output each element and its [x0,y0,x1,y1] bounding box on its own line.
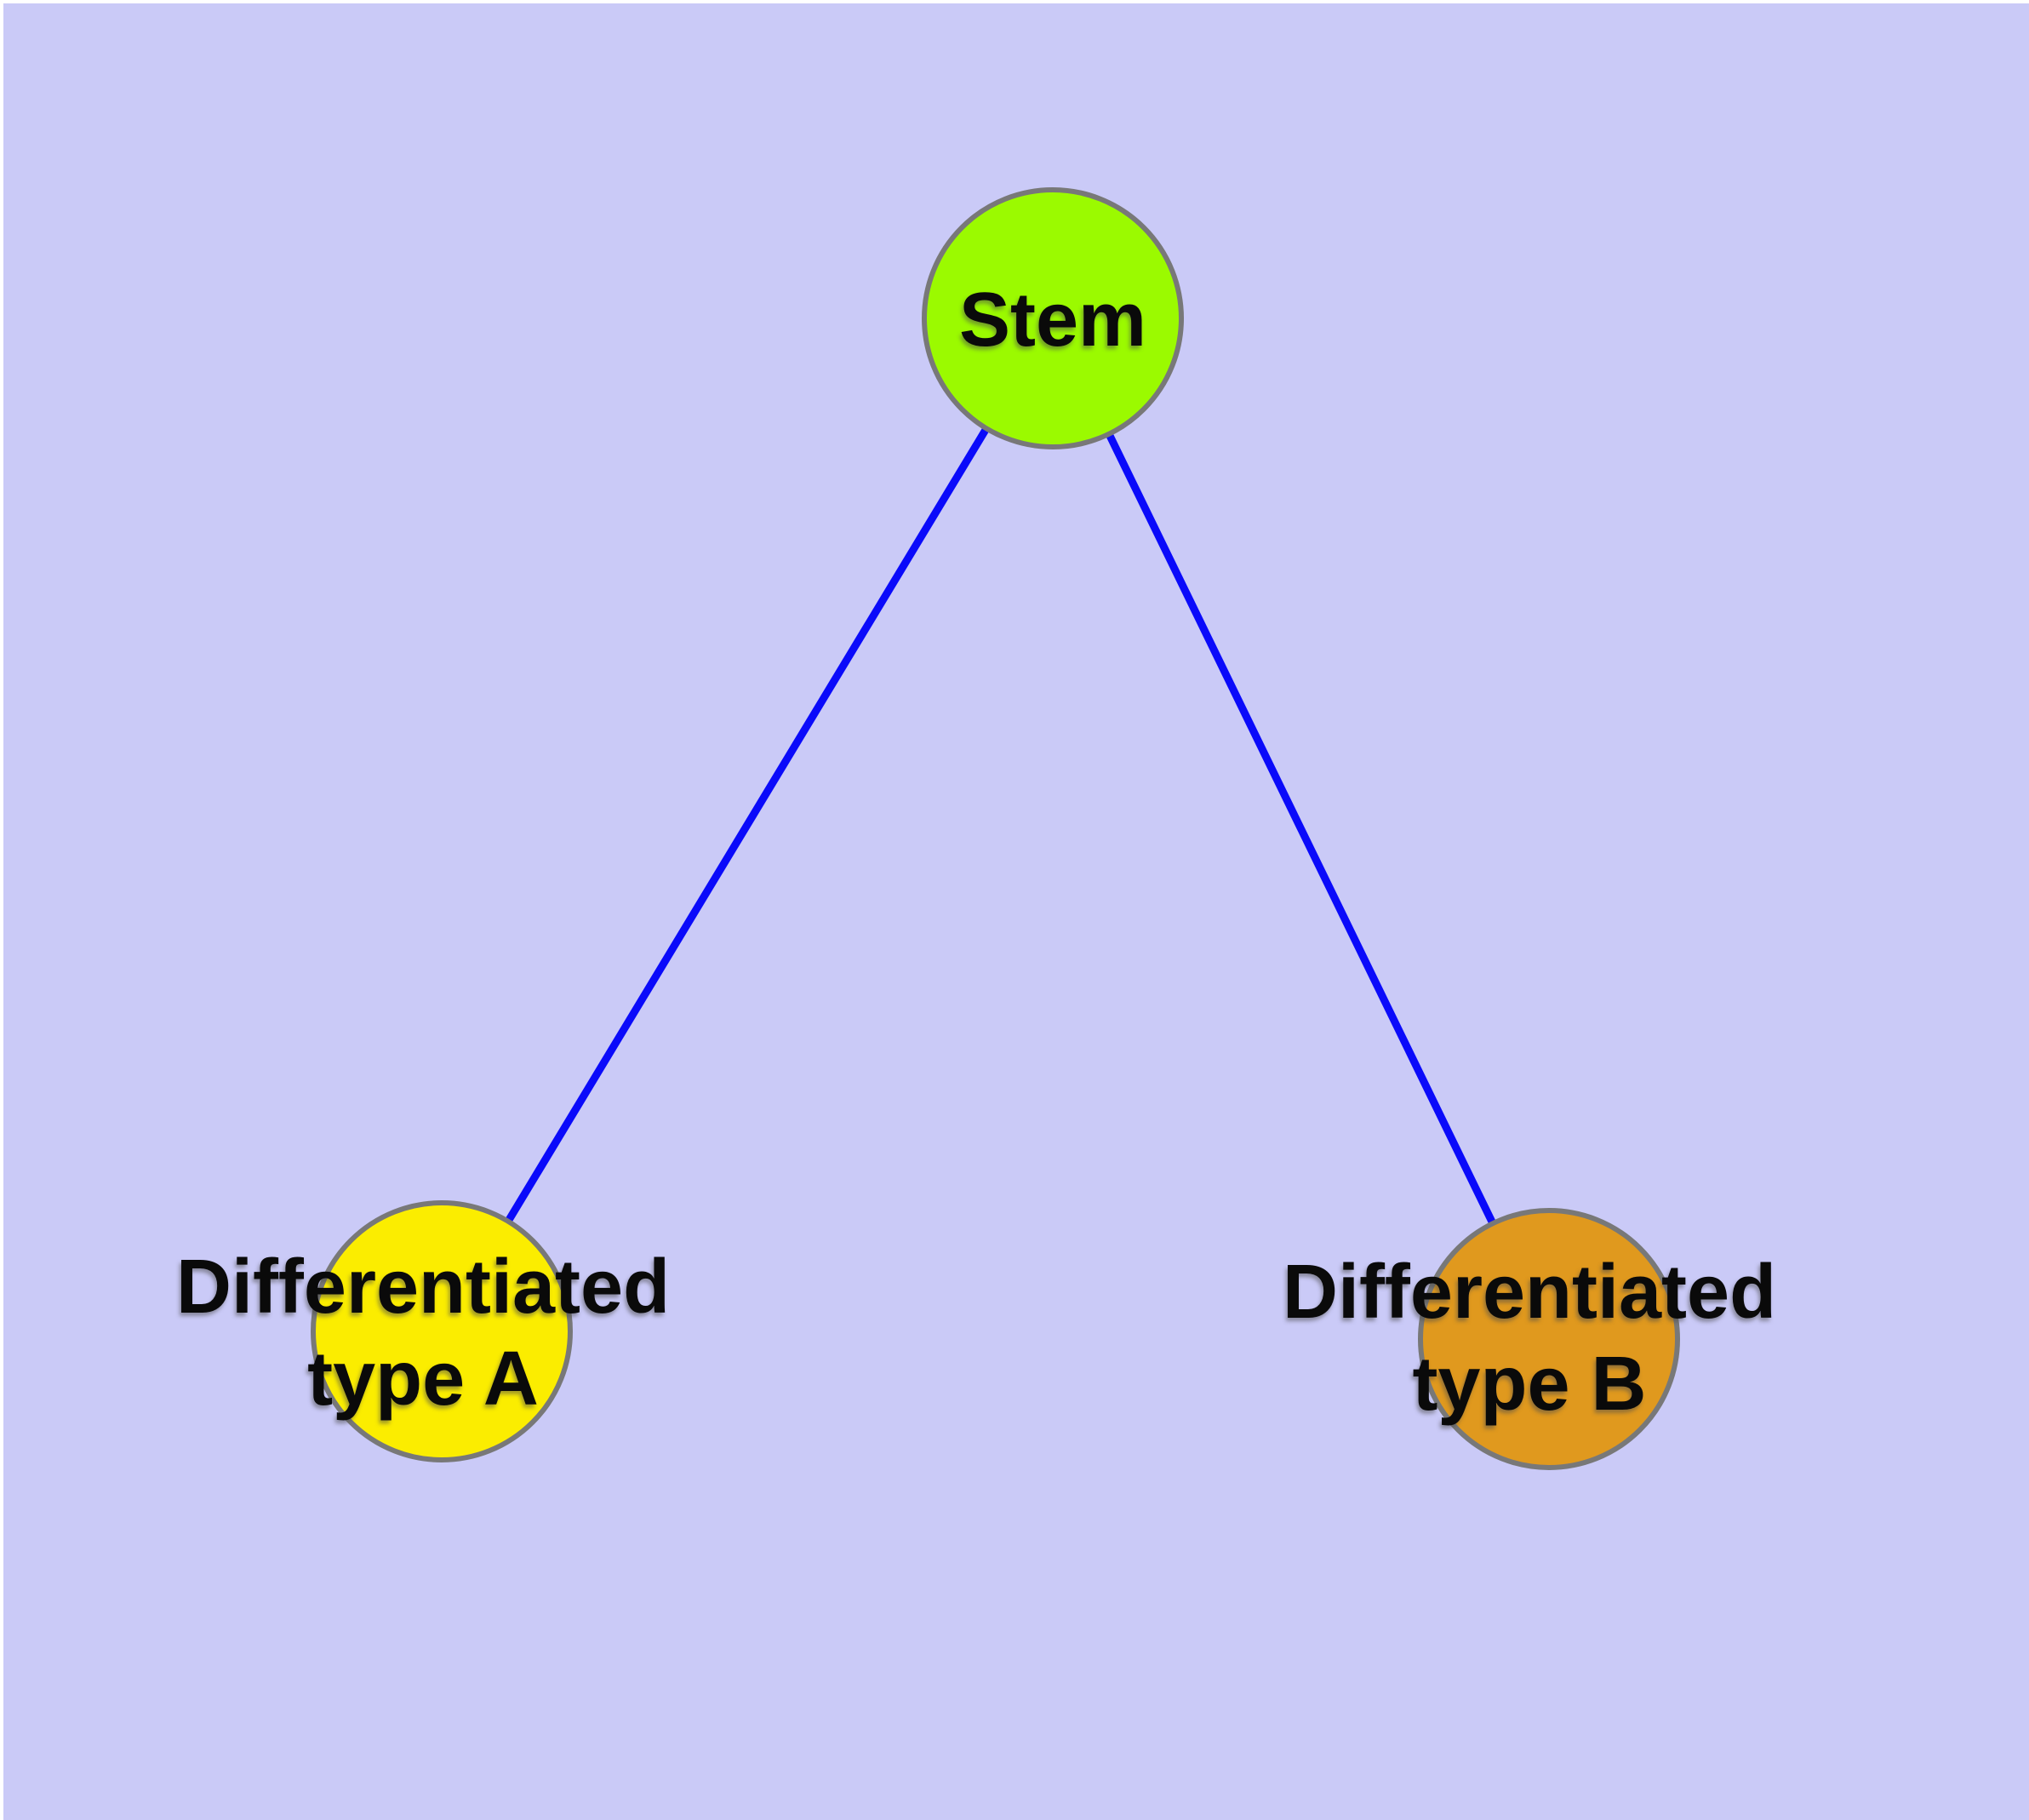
node-type-a-label-line2: type A [307,1336,539,1422]
edge-stem-type-b [1049,317,1553,1341]
node-type-b-label: Differentiated type B [1283,1246,1776,1430]
node-type-a-border [311,1200,573,1462]
node-stem-circle [924,190,1181,447]
node-stem-label-line: Stem [958,278,1147,363]
node-type-b-border [1418,1208,1680,1470]
node-type-b-label-line1: Differentiated [1282,1250,1777,1335]
edge-stem-type-a [438,316,1056,1334]
node-type-a-label-line1: Differentiated [175,1245,671,1330]
node-type-b-circle [1420,1210,1677,1468]
node-type-a-circle [313,1203,570,1460]
node-type-b-label-line2: type B [1412,1342,1647,1427]
node-type-a-label: Differentiated type A [176,1241,670,1425]
node-stem-label: Stem [959,274,1146,366]
node-stem-border [922,187,1184,449]
